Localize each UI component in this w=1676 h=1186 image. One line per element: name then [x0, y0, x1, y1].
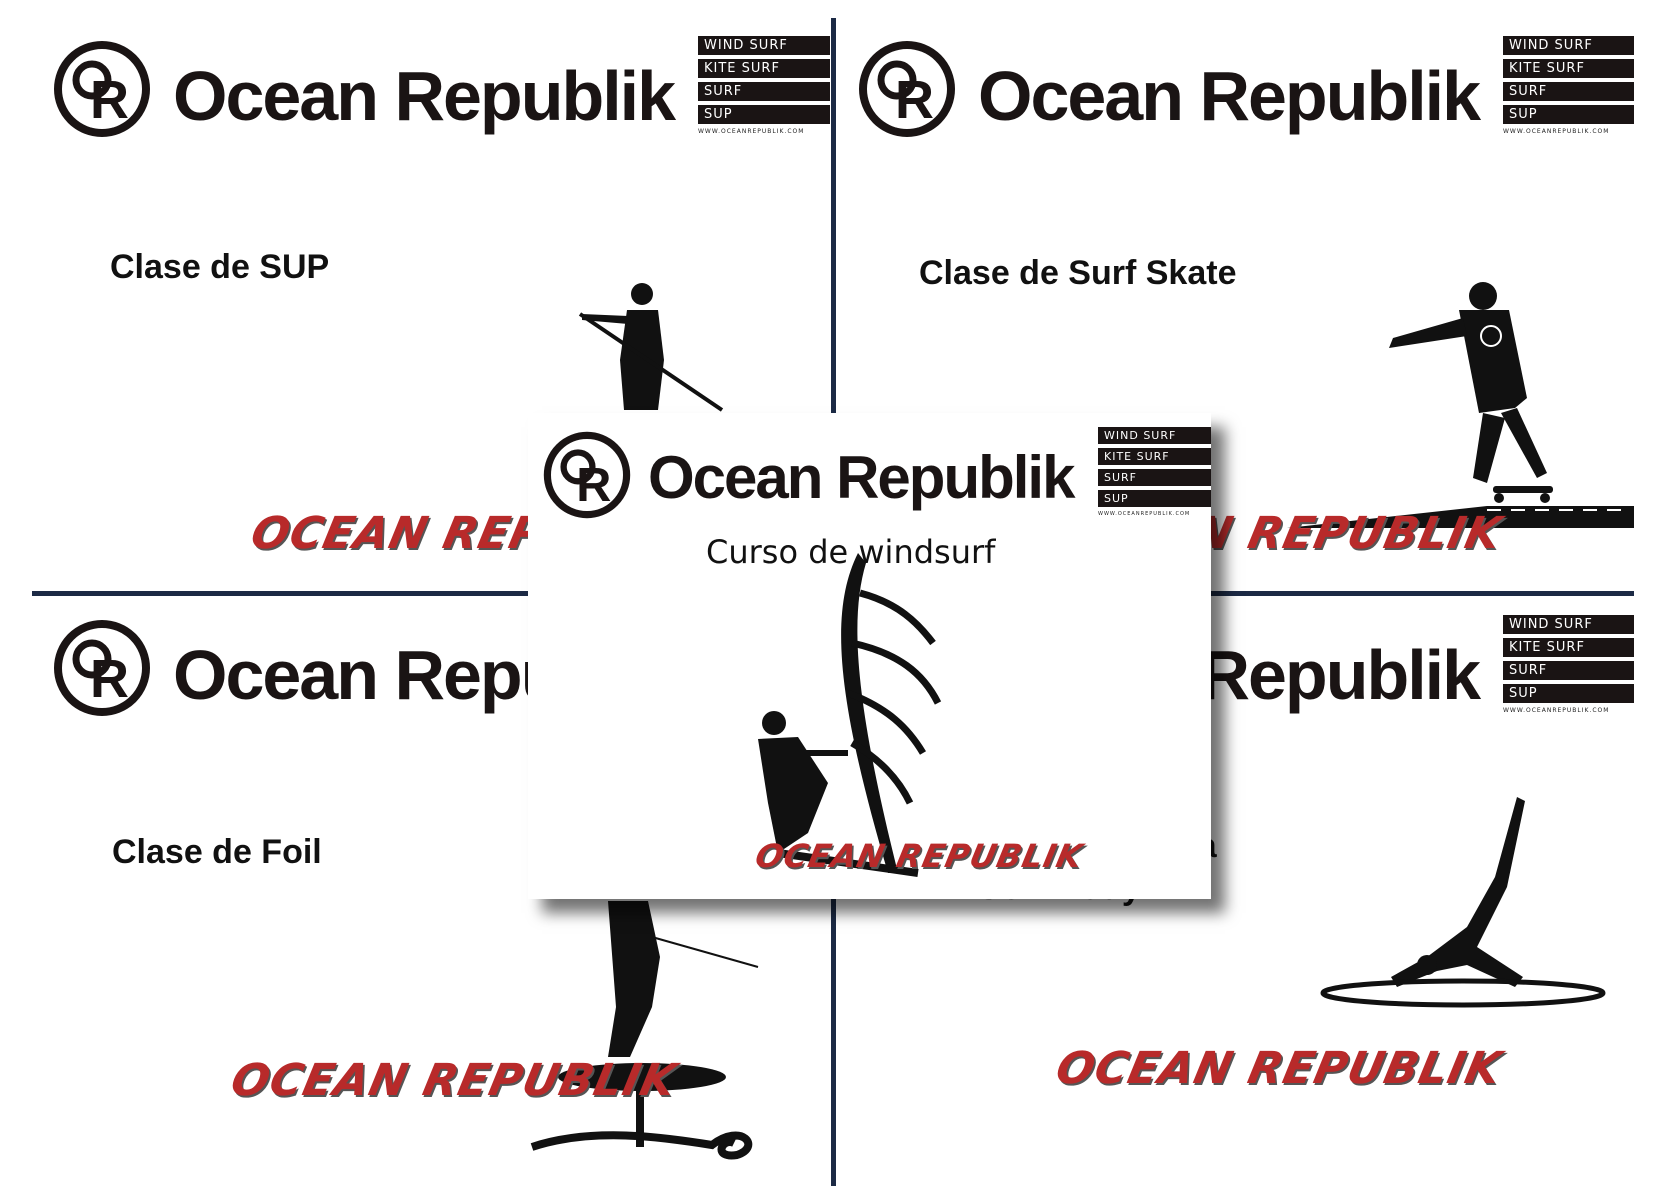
menu-item-sup[interactable]: SUP — [1503, 105, 1634, 124]
logo-monogram: R — [576, 458, 611, 512]
menu-item-surf[interactable]: SURF — [1098, 469, 1211, 486]
menu-item-sup[interactable]: SUP — [1098, 490, 1211, 507]
ocean-republik-logo-icon: R — [54, 620, 150, 716]
activity-menu: WIND SURF KITE SURF SURF SUP WWW.OCEANRE… — [1503, 615, 1634, 714]
panel-sup: R Ocean Republik WIND SURF KITE SURF SUR… — [32, 18, 830, 590]
ocean-republik-logo-icon: R — [859, 41, 955, 137]
brand-name: Ocean Republik — [978, 57, 1481, 135]
brand-name: Ocean Republik — [173, 57, 676, 135]
brand-name: Ocean Republik — [648, 444, 1075, 511]
menu-item-windsurf[interactable]: WIND SURF — [1503, 615, 1634, 634]
surf-skater-silhouette-icon — [1287, 282, 1634, 528]
menu-item-surf[interactable]: SURF — [698, 82, 830, 101]
script-logo: OCEAN REPUBLIK — [226, 1055, 682, 1106]
menu-item-kitesurf[interactable]: KITE SURF — [1503, 59, 1634, 78]
menu-item-windsurf[interactable]: WIND SURF — [1098, 427, 1211, 444]
windsurfer-silhouette-icon — [758, 553, 942, 877]
website-url[interactable]: WWW.OCEANREPUBLIK.COM — [1098, 511, 1191, 517]
menu-item-kitesurf[interactable]: KITE SURF — [698, 59, 830, 78]
menu-item-sup[interactable]: SUP — [698, 105, 830, 124]
menu-item-kitesurf[interactable]: KITE SURF — [1098, 448, 1211, 465]
logo-monogram: R — [90, 649, 129, 709]
website-url[interactable]: WWW.OCEANREPUBLIK.COM — [1503, 707, 1610, 714]
class-title-sup: Clase de SUP — [110, 248, 330, 286]
activity-menu: WIND SURF KITE SURF SURF SUP WWW.OCEANRE… — [1503, 36, 1634, 135]
website-url[interactable]: WWW.OCEANREPUBLIK.COM — [1503, 128, 1610, 135]
logo-monogram: R — [90, 70, 129, 130]
menu-item-windsurf[interactable]: WIND SURF — [698, 36, 830, 55]
sup-yoga-silhouette-icon — [1320, 797, 1606, 1008]
script-logo: OCEAN REPUBLIK — [1051, 1043, 1507, 1094]
class-title-surf-skate: Clase de Surf Skate — [919, 254, 1237, 292]
menu-item-surf[interactable]: SURF — [1503, 661, 1634, 680]
menu-item-kitesurf[interactable]: KITE SURF — [1503, 638, 1634, 657]
course-title-windsurf: Curso de windsurf — [706, 533, 996, 571]
foiler-silhouette-icon — [530, 901, 759, 1160]
class-title-foil: Clase de Foil — [112, 833, 322, 871]
logo-monogram: R — [895, 70, 934, 130]
paddleboarder-silhouette-icon — [578, 283, 724, 412]
menu-item-sup[interactable]: SUP — [1503, 684, 1634, 703]
ocean-republik-logo-icon: R — [54, 41, 150, 137]
website-url[interactable]: WWW.OCEANREPUBLIK.COM — [698, 128, 805, 135]
ocean-republik-logo-icon: R — [543, 431, 631, 519]
menu-item-surf[interactable]: SURF — [1503, 82, 1634, 101]
script-logo: OCEAN REPUBLIK — [751, 837, 1087, 875]
activity-menu: WIND SURF KITE SURF SURF SUP WWW.OCEANRE… — [1098, 427, 1211, 517]
menu-item-windsurf[interactable]: WIND SURF — [1503, 36, 1634, 55]
center-card-windsurf: R Ocean Republik WIND SURF KITE SURF SUR… — [528, 413, 1211, 899]
activity-menu: WIND SURF KITE SURF SURF SUP WWW.OCEANRE… — [698, 36, 830, 135]
